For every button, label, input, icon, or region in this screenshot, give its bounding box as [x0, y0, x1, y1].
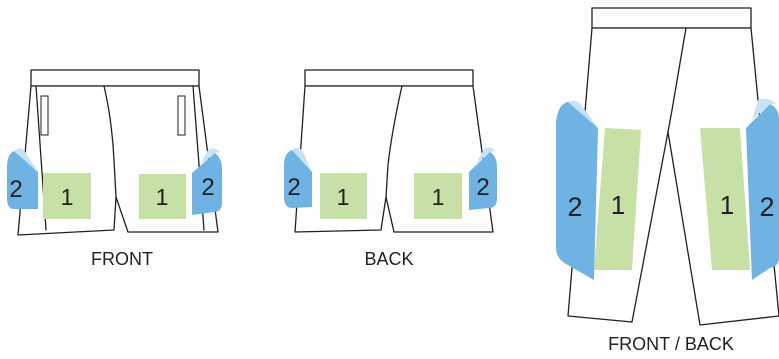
front-waistband: [30, 69, 200, 87]
front-right-zone-2: [192, 153, 222, 215]
front-caption: FRONT: [91, 249, 153, 269]
front-crotch-seam: [103, 85, 117, 198]
pants-right-zone-1-label: 1: [720, 190, 734, 220]
front-left-pocket: [40, 95, 49, 136]
pants-right-zone-1: [700, 128, 750, 270]
front-shorts: 2 1 1 2 FRONT: [7, 69, 222, 269]
back-waistband: [304, 69, 474, 87]
front-left-zone-2: [7, 151, 38, 209]
front-right-zone-2-label: 2: [201, 174, 214, 201]
pants-left-zone-2-label: 2: [567, 192, 582, 222]
pants-left-zone-1: [594, 128, 641, 270]
back-crotch-seam: [385, 85, 403, 198]
front-left-zone-2-label: 2: [9, 176, 22, 203]
front-back-caption: FRONT / BACK: [608, 334, 734, 354]
pants-right-zone-2-inner: [752, 98, 776, 120]
pants-left-zone-2-inner: [568, 100, 598, 128]
back-right-zone-1: [414, 173, 462, 219]
back-left-zone-2-label: 2: [287, 174, 300, 201]
front-right-zone-1-label: 1: [156, 184, 169, 210]
back-left-zone-1-label: 1: [337, 184, 350, 210]
front-left-zone-2-inner: [14, 148, 38, 172]
front-right-zone-2-inner: [200, 148, 220, 165]
back-left-zone-1: [320, 173, 367, 219]
back-shorts: 2 1 1 2 BACK: [284, 69, 497, 269]
front-left-zone-1-label: 1: [61, 184, 74, 210]
pants-crotch-seam: [667, 27, 687, 133]
long-pants: 2 1 1 2 FRONT / BACK: [556, 7, 779, 354]
pants-right-zone-2-label: 2: [759, 192, 774, 222]
pants-right-zone-2: [746, 104, 779, 280]
back-right-zone-2-label: 2: [476, 174, 489, 201]
back-right-zone-2-inner: [476, 147, 495, 164]
front-right-zone-1: [139, 174, 186, 219]
pants-left-zone-2: [556, 102, 598, 280]
back-caption: BACK: [364, 249, 413, 269]
back-right-zone-2: [469, 152, 497, 210]
front-right-pocket: [177, 95, 186, 136]
back-left-zone-2-inner: [292, 148, 312, 172]
front-left-zone-1: [43, 173, 91, 219]
pants-body: [567, 27, 779, 326]
pants-waistband: [591, 7, 752, 29]
pants-left-zone-1-label: 1: [611, 190, 625, 220]
back-right-zone-1-label: 1: [432, 184, 445, 210]
back-left-zone-2: [284, 150, 312, 208]
